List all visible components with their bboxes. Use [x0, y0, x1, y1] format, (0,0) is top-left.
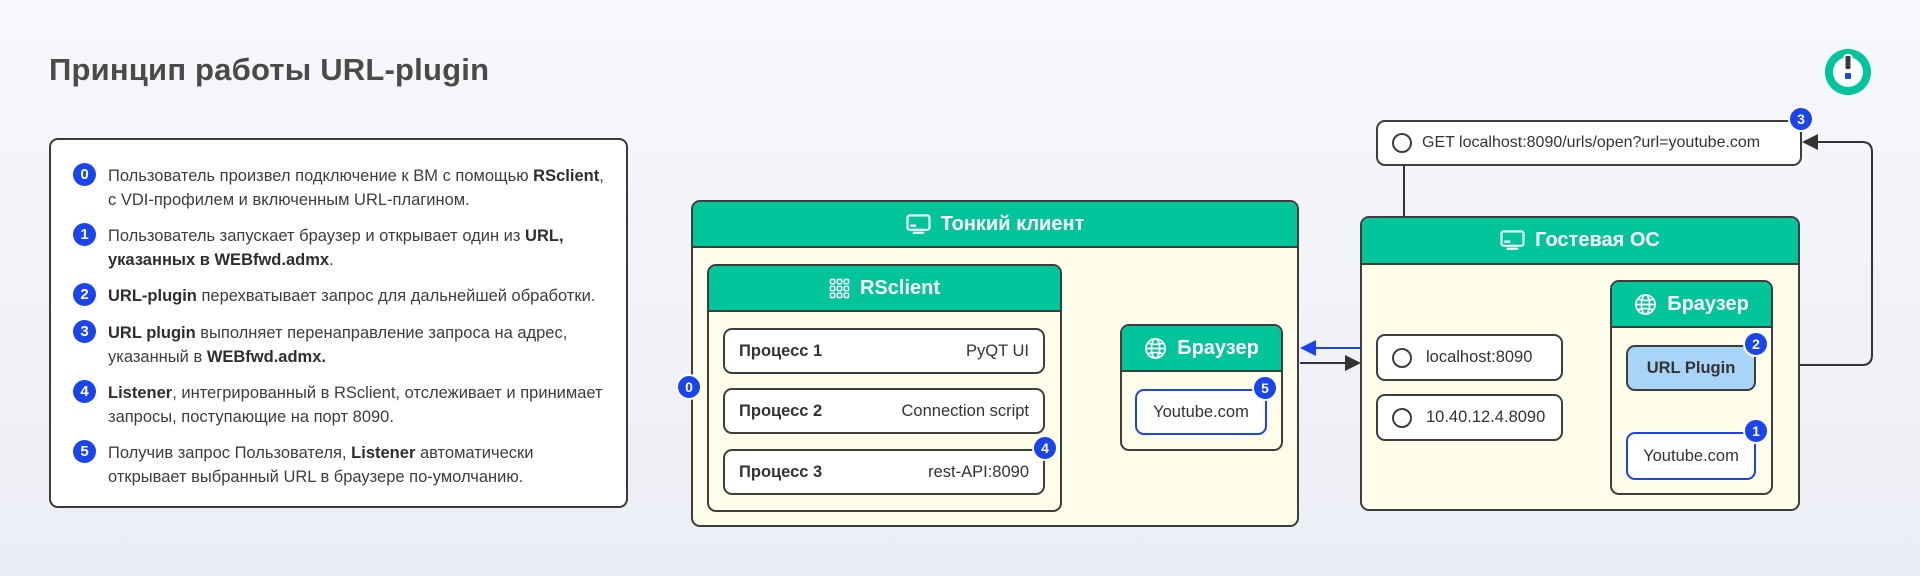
step-number: 3 — [73, 320, 96, 343]
step-text: URL-plugin перехватывает запрос для даль… — [108, 284, 595, 308]
endpoint-circle — [1392, 407, 1412, 428]
step-item: 3 URL plugin выполняет перенаправление за… — [73, 320, 614, 369]
step-text-bold: WEBfwd.admx. — [206, 348, 326, 366]
step-text-part: Получив запрос Пользователя, — [108, 444, 352, 462]
client-browser-title: Браузер — [1177, 336, 1259, 359]
step-text: Пользователь запускает браузер и открыва… — [108, 224, 614, 272]
step-text-bold: URL-plugin — [108, 287, 197, 305]
step-text-bold: Listener — [108, 384, 173, 402]
step-text-part: автоматически открывает выбранный URL в … — [108, 444, 534, 486]
process-2: Процесс 2 Connection script — [723, 388, 1045, 434]
step-number: 5 — [73, 440, 96, 463]
guest-os-header: Гостевая ОС — [1362, 218, 1798, 265]
step-number: 1 — [73, 223, 96, 246]
badge-0: 0 — [676, 374, 702, 400]
step-text-bold: URL, указанных в WEBfwd.admx — [108, 227, 564, 269]
globe-icon — [1144, 337, 1167, 360]
endpoint-circle — [1392, 347, 1412, 368]
client-browser-header: Браузер — [1122, 326, 1281, 372]
request-pill: GET localhost:8090/urls/open?url=youtube… — [1376, 120, 1802, 166]
request-circle — [1392, 133, 1412, 153]
step-text-bold: URL plugin — [108, 324, 196, 342]
client-youtube-pill: Youtube.com — [1135, 389, 1267, 435]
rsclient-header: RSclient — [709, 266, 1060, 312]
page-title: Принцип работы URL-plugin — [49, 52, 490, 87]
step-text-part: Пользователь произвел подключение к ВМ с… — [108, 167, 534, 185]
badge-2: 2 — [1743, 331, 1769, 357]
step-item: 2 URL-plugin перехватывает запрос для дал… — [73, 283, 614, 308]
power-icon — [1823, 47, 1873, 97]
badge-4: 4 — [1032, 435, 1058, 461]
step-item: 0 Пользователь произвел подключение к ВМ … — [73, 163, 614, 212]
badge-3: 3 — [1788, 106, 1814, 132]
guest-browser-title: Браузер — [1667, 292, 1749, 315]
badge-5: 5 — [1252, 375, 1278, 401]
step-text-part: выполняет перенаправление запроса на адр… — [108, 324, 568, 366]
process-3-value: rest-API:8090 — [928, 462, 1029, 481]
step-text-bold: Listener — [351, 444, 416, 462]
guest-youtube-pill: Youtube.com — [1626, 432, 1756, 480]
grid-dots-icon — [829, 278, 850, 299]
guest-browser-header: Браузер — [1612, 282, 1771, 328]
step-text-part: , интегрированный в RSclient, отслеживае… — [108, 384, 603, 426]
step-text: URL plugin выполняет перенаправление зап… — [108, 321, 614, 369]
rsclient-title: RSclient — [859, 276, 941, 299]
endpoint-localhost: localhost:8090 — [1376, 334, 1563, 381]
guest-os-title: Гостевая ОС — [1535, 229, 1660, 251]
steps-panel: 0 Пользователь произвел подключение к ВМ … — [49, 138, 628, 508]
step-text-part: . — [329, 251, 334, 269]
step-text-part: перехватывает запрос для дальнейшей обра… — [196, 287, 596, 305]
url-plugin-box: URL Plugin — [1626, 345, 1756, 391]
step-item: 5 Получив запрос Пользователя, Listener а… — [73, 440, 614, 489]
endpoint-localhost-label: localhost:8090 — [1426, 348, 1533, 366]
step-number: 2 — [73, 283, 96, 306]
thin-client-header: Тонкий клиент — [693, 202, 1297, 248]
plugin-to-request-line — [1756, 134, 1873, 366]
step-number: 4 — [73, 380, 96, 403]
process-1-value: PyQT UI — [966, 341, 1029, 360]
step-text-part: Пользователь запускает браузер и открыва… — [108, 227, 526, 245]
step-text-part: , с VDI-профилем и включенным URL-плагин… — [108, 167, 604, 209]
globe-icon — [1634, 293, 1657, 316]
monitor-icon — [906, 213, 931, 235]
step-text-bold: RSclient — [533, 167, 600, 185]
step-item: 1 Пользователь запускает браузер и открыв… — [73, 223, 614, 272]
step-text: Получив запрос Пользователя, Listener ав… — [108, 441, 614, 489]
endpoint-ip-label: 10.40.12.4.8090 — [1426, 408, 1546, 426]
process-1-name: Процесс 1 — [739, 341, 823, 360]
thin-client-title: Тонкий клиент — [940, 212, 1085, 235]
process-1: Процесс 1 PyQT UI — [723, 328, 1045, 374]
url-plugin-label: URL Plugin — [1646, 358, 1736, 377]
process-2-name: Процесс 2 — [739, 401, 823, 420]
step-text: Пользователь произвел подключение к ВМ с… — [108, 164, 614, 212]
step-item: 4 Listener, интегрированный в RSclient, о… — [73, 380, 614, 429]
client-youtube-url: Youtube.com — [1153, 402, 1249, 421]
process-3: Процесс 3 rest-API:8090 — [723, 449, 1045, 495]
monitor-icon — [1500, 230, 1525, 251]
process-3-name: Процесс 3 — [739, 462, 823, 481]
guest-youtube-url: Youtube.com — [1643, 446, 1739, 465]
request-text: GET localhost:8090/urls/open?url=youtube… — [1422, 134, 1761, 151]
step-number: 0 — [73, 163, 96, 186]
process-2-value: Connection script — [901, 401, 1029, 420]
step-text: Listener, интегрированный в RSclient, от… — [108, 381, 614, 429]
endpoint-ip: 10.40.12.4.8090 — [1376, 394, 1563, 441]
badge-1: 1 — [1743, 418, 1769, 444]
